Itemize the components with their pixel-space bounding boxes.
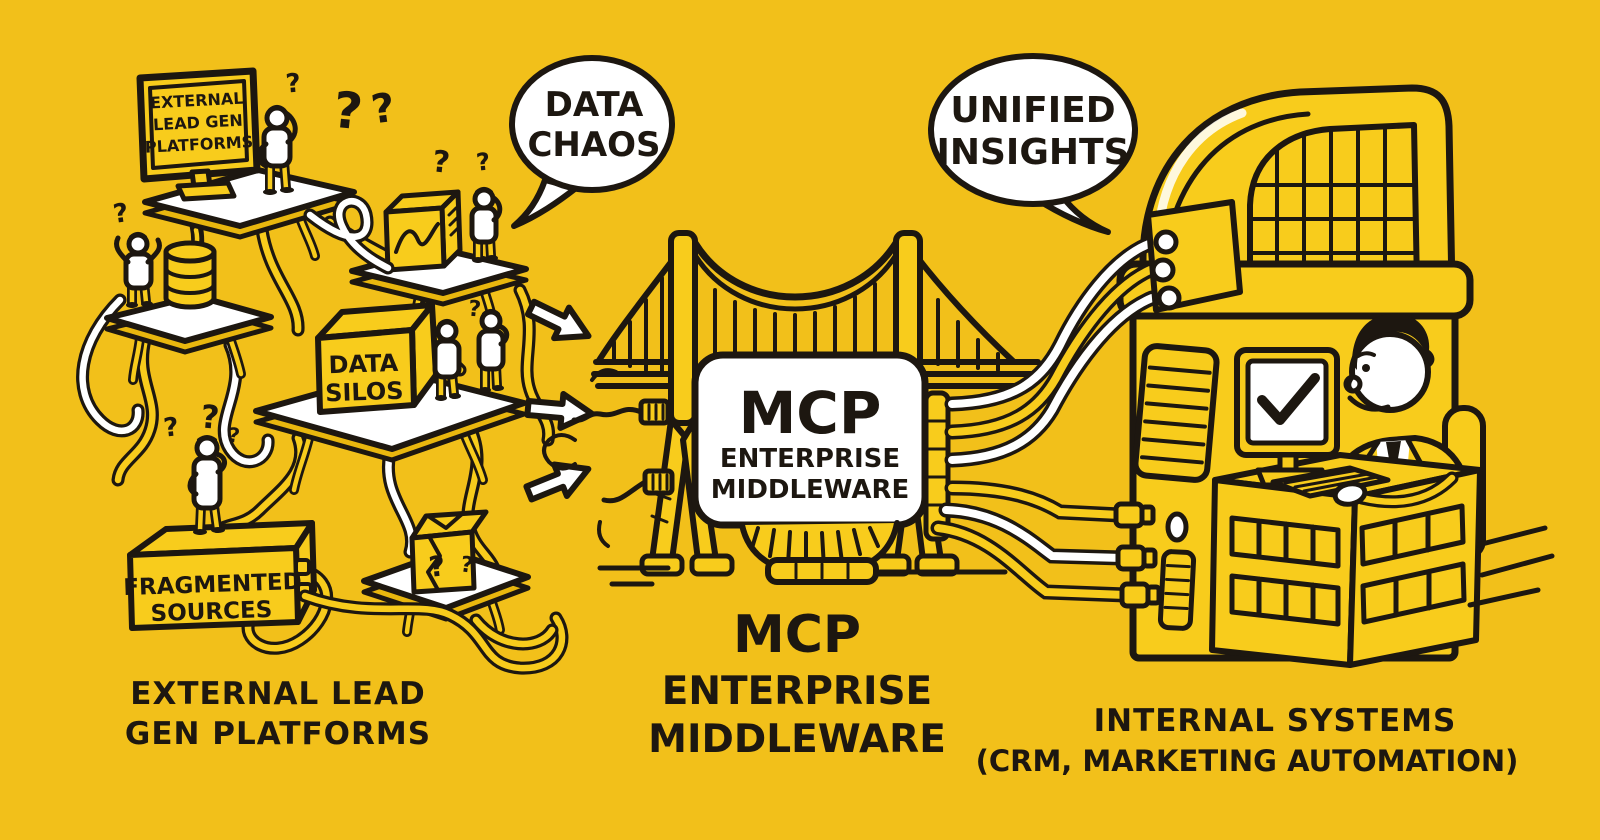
- bridge-fan-base: [739, 520, 900, 585]
- fragmented-label-line1: FRAGMENTED: [123, 569, 302, 601]
- broken-box-icon: ? ?: [409, 509, 489, 595]
- question-mark-icon: ?: [199, 397, 221, 436]
- checkmark-icon: [1257, 373, 1320, 425]
- mcp-sign-line2: ENTERPRISE: [720, 444, 900, 474]
- monitor-base: [175, 180, 237, 202]
- mcp-bridge: MCP ENTERPRISE MIDDLEWARE: [542, 230, 1041, 587]
- question-mark-icon: ?: [227, 422, 242, 447]
- fragmented-label-line2: SOURCES: [150, 597, 273, 627]
- small-louver: [1157, 549, 1197, 631]
- center-caption-line2: ENTERPRISE: [662, 669, 932, 714]
- external-platforms-cluster: EXTERNAL LEAD GEN PLATFORMS: [83, 67, 562, 668]
- mcp-sign-line1: MCP: [739, 379, 882, 447]
- data-chaos-line1: DATA: [545, 85, 644, 125]
- unified-insights-bubble: UNIFIED INSIGHTS: [928, 53, 1138, 235]
- speed-lines: [1467, 525, 1555, 608]
- person-on-silos-1: [432, 319, 462, 401]
- question-mark-icon: ?: [427, 549, 447, 584]
- keyboard: [1270, 465, 1391, 499]
- question-mark-icon: ?: [162, 412, 180, 443]
- data-chaos-bubble: DATA CHAOS: [509, 55, 675, 229]
- fragmented-sources-box: FRAGMENTED SOURCES: [123, 520, 317, 631]
- bubble-tail: [511, 177, 579, 229]
- round-port: [1153, 229, 1179, 255]
- server-box-icon: [383, 189, 463, 273]
- center-caption-line1: MCP: [733, 605, 861, 665]
- person-thinking-fragmented: [187, 435, 227, 535]
- data-silos-label-line2: SILOS: [325, 377, 404, 408]
- question-mark-icon: ?: [467, 297, 482, 323]
- bridge-input-plugs: [542, 368, 675, 548]
- captions: EXTERNAL LEAD GEN PLATFORMS MCP ENTERPRI…: [125, 605, 1518, 778]
- organized-cables: [938, 199, 1243, 609]
- round-port: [1150, 257, 1176, 283]
- desk-drawers: [1229, 503, 1467, 627]
- data-silos-label-line1: DATA: [328, 349, 399, 379]
- person-on-silos-2: [476, 309, 510, 393]
- left-caption-line1: EXTERNAL LEAD: [130, 676, 425, 712]
- unified-insights-line1: UNIFIED: [950, 90, 1115, 131]
- question-mark-icon: ?: [111, 198, 130, 230]
- person-thinking-server: [469, 187, 503, 263]
- cable-port: [294, 558, 311, 576]
- data-silos-box: DATA SILOS: [315, 302, 439, 415]
- louver-panel: [1132, 343, 1220, 483]
- external-platforms-sign: EXTERNAL LEAD GEN PLATFORMS: [136, 67, 261, 202]
- monitor-sign-line1: EXTERNAL: [150, 89, 244, 113]
- cable-plug-connectors: [1113, 501, 1162, 609]
- question-mark-icon: ?: [475, 147, 492, 176]
- question-marks: ? ? ? ? ? ? ? ? ? ?: [111, 68, 491, 447]
- center-caption-line3: MIDDLEWARE: [648, 717, 946, 762]
- person-shrugging: [113, 232, 163, 308]
- window-grid: [1250, 125, 1417, 286]
- desktop-monitor: [1234, 347, 1340, 488]
- hair: [1352, 313, 1435, 370]
- question-mark-icon: ?: [330, 81, 365, 142]
- question-mark-icon: ?: [284, 68, 302, 99]
- hand: [1332, 481, 1368, 507]
- workstation: [1209, 313, 1555, 668]
- data-chaos-line2: CHAOS: [527, 125, 660, 165]
- unified-insights-line2: INSIGHTS: [936, 132, 1129, 173]
- right-caption-line2: (CRM, MARKETING AUTOMATION): [976, 744, 1519, 778]
- database-icon: [163, 240, 217, 310]
- man-head: [1349, 331, 1431, 413]
- left-caption-line2: GEN PLATFORMS: [125, 716, 431, 752]
- building-ports-box: [1145, 199, 1243, 313]
- question-mark-icon: ?: [431, 144, 452, 181]
- monitor-sign-line2: LEAD GEN: [153, 111, 244, 135]
- round-port: [1156, 285, 1182, 311]
- person-confused-1: [256, 105, 298, 195]
- right-caption-line1: INTERNAL SYSTEMS: [1094, 703, 1457, 739]
- mcp-sign-line3: MIDDLEWARE: [711, 475, 909, 505]
- question-mark-icon: ?: [459, 552, 475, 579]
- oval-port: [1165, 511, 1189, 543]
